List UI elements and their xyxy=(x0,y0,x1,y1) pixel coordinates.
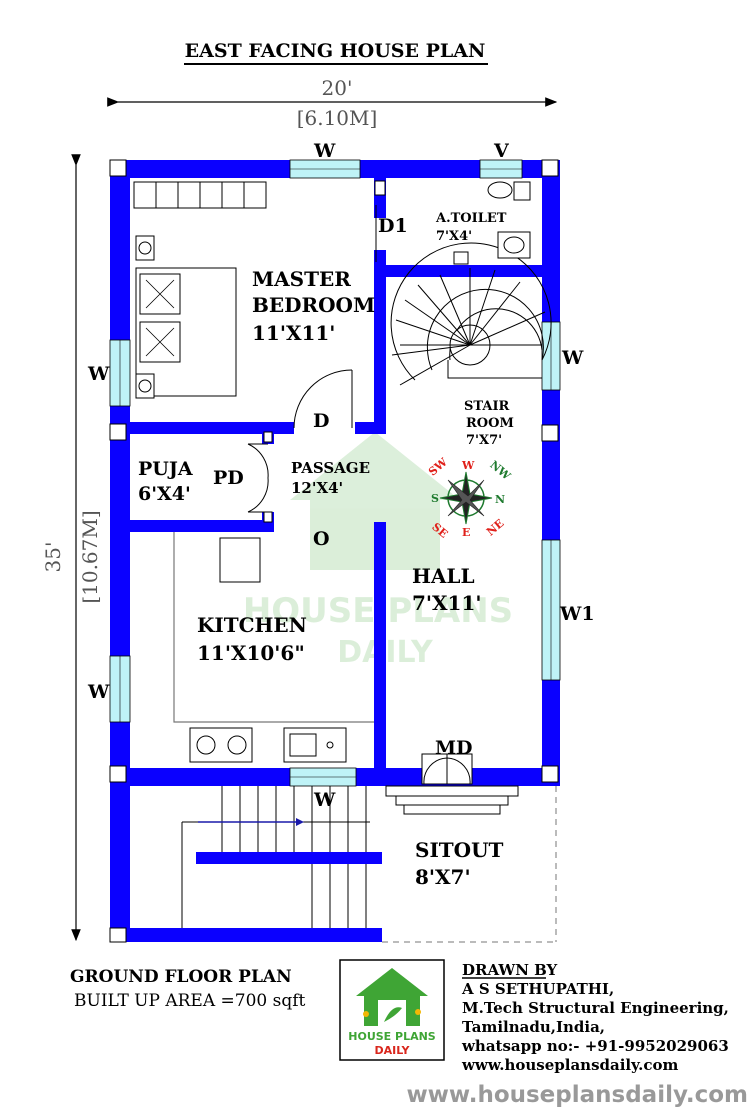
door-d xyxy=(293,369,353,429)
columns xyxy=(109,159,559,943)
master-bedroom-size: 11'X11' xyxy=(252,321,335,345)
svg-text:NE: NE xyxy=(484,517,506,539)
author-degree: M.Tech Structural Engineering, xyxy=(462,999,729,1017)
window-label-top: W xyxy=(313,140,336,162)
hall-size: 7'X11' xyxy=(412,591,482,615)
passage-size: 12'X4' xyxy=(291,479,343,497)
door-label-pd: PD xyxy=(213,467,244,489)
stair-room-size: 7'X7' xyxy=(466,433,502,448)
author-web: www.houseplansdaily.com xyxy=(461,1056,678,1074)
bed xyxy=(135,235,237,399)
master-bedroom-label2: BEDROOM xyxy=(252,293,375,317)
kitchen-appliances xyxy=(189,537,347,763)
main-door-label: MD xyxy=(435,737,473,759)
passage-label: PASSAGE xyxy=(291,459,370,477)
svg-text:N: N xyxy=(495,493,505,506)
stair-room-label: STAIR xyxy=(464,399,510,414)
kitchen-counter xyxy=(173,530,375,723)
house-icon xyxy=(356,968,428,1026)
svg-text:NW: NW xyxy=(487,458,513,483)
author-location: Tamilnadu,India, xyxy=(462,1018,605,1036)
svg-text:DAILY: DAILY xyxy=(375,1044,411,1057)
height-ft-label: 35' xyxy=(41,542,65,573)
entrance-steps xyxy=(385,785,519,815)
kitchen-label: KITCHEN xyxy=(197,613,307,637)
svg-text:W: W xyxy=(461,459,475,472)
svg-text:HOUSE PLANS: HOUSE PLANS xyxy=(348,1030,436,1043)
window-label-right-top: W xyxy=(561,347,584,369)
logo: HOUSE PLANS DAILY xyxy=(339,959,445,1061)
toilet-label: A.TOILET xyxy=(435,211,507,226)
puja-label: PUJA xyxy=(138,458,193,480)
window-label-left-bottom: W xyxy=(87,681,110,703)
svg-text:S: S xyxy=(431,492,439,505)
compass-icon: W SW NW S N SE E NE xyxy=(426,455,513,541)
sitout-boundary xyxy=(382,786,557,943)
ground-floor-title: GROUND FLOOR PLAN xyxy=(70,967,292,987)
stair-room-label2: ROOM xyxy=(466,416,514,431)
width-ft-label: 20' xyxy=(322,76,353,100)
website-watermark: www.houseplansdaily.com xyxy=(406,1082,748,1108)
windows xyxy=(109,159,561,787)
author-whatsapp: whatsapp no:- +91-9952029063 xyxy=(461,1037,729,1055)
spiral-staircase xyxy=(390,242,552,386)
door-label-d1: D1 xyxy=(378,215,408,237)
sitout-label: SITOUT xyxy=(415,838,504,862)
height-m-label: [10.67M] xyxy=(78,510,102,603)
toilet-size: 7'X4' xyxy=(436,229,472,244)
main-door xyxy=(421,753,473,785)
window-label-bottom: W xyxy=(313,789,336,811)
svg-text:SW: SW xyxy=(426,455,450,478)
ventilator-label: V xyxy=(493,140,510,162)
puja-size: 6'X4' xyxy=(138,483,191,505)
kitchen-size: 11'X10'6" xyxy=(197,641,305,665)
outdoor-staircase xyxy=(181,786,370,928)
sitout-size: 8'X7' xyxy=(415,865,471,889)
built-up-area: BUILT UP AREA =700 sqft xyxy=(74,991,306,1011)
door-label-d: D xyxy=(313,410,329,432)
opening-label-o: O xyxy=(313,528,330,550)
window-label-left-top: W xyxy=(87,363,110,385)
hall-label: HALL xyxy=(412,564,475,588)
master-bedroom-label: MASTER xyxy=(252,267,351,291)
wardrobe xyxy=(133,181,267,209)
plan-title: EAST FACING HOUSE PLAN xyxy=(185,40,486,62)
drawn-by-heading: DRAWN BY xyxy=(462,961,558,979)
width-m-label: [6.10M] xyxy=(297,106,378,130)
svg-text:E: E xyxy=(462,526,470,539)
toilet-fixtures xyxy=(453,181,531,265)
window-label-w1: W1 xyxy=(559,603,595,625)
author-name: A S SETHUPATHI, xyxy=(461,980,614,998)
door-pd xyxy=(247,443,269,513)
